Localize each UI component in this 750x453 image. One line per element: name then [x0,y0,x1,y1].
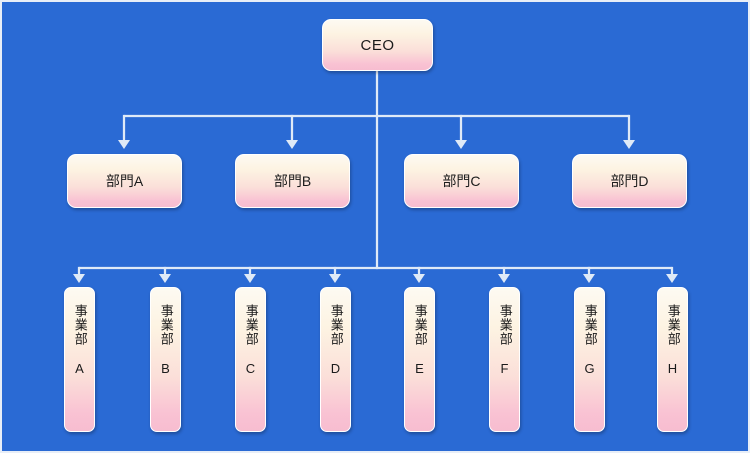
department-drop-2 [460,115,462,140]
business-unit-drop-1 [164,267,166,274]
node-department-label: 部門C [442,173,481,189]
business-unit-arrow-1 [159,274,171,283]
business-unit-arrow-6 [583,274,595,283]
node-department-label: 部門B [273,173,312,189]
node-business-unit-5[interactable]: 事業部 F [489,287,520,432]
trunk-line [376,71,378,269]
business-unit-arrow-5 [498,274,510,283]
department-arrow-0 [118,140,130,149]
business-unit-drop-4 [418,267,420,274]
node-business-unit-letter: C [245,361,256,376]
node-business-unit-1[interactable]: 事業部 B [150,287,181,432]
department-drop-3 [628,115,630,140]
node-business-unit-letter: G [584,361,595,376]
node-business-unit-4[interactable]: 事業部 E [404,287,435,432]
node-business-unit-label: 事業部 [497,304,513,346]
node-department-label: 部門D [610,173,649,189]
department-drop-0 [123,115,125,140]
business-unit-arrow-7 [666,274,678,283]
node-business-unit-7[interactable]: 事業部 H [657,287,688,432]
node-department-3[interactable]: 部門D [572,154,687,208]
node-business-unit-letter: A [75,361,84,376]
node-business-unit-label: 事業部 [243,304,259,346]
node-department-1[interactable]: 部門B [235,154,350,208]
node-business-unit-2[interactable]: 事業部 C [235,287,266,432]
node-business-unit-letter: H [667,361,678,376]
department-bar [124,115,629,117]
business-unit-drop-6 [588,267,590,274]
node-business-unit-0[interactable]: 事業部 A [64,287,95,432]
department-arrow-3 [623,140,635,149]
node-department-0[interactable]: 部門A [67,154,182,208]
node-business-unit-label: 事業部 [158,304,174,346]
node-business-unit-letter: B [161,361,170,376]
node-business-unit-letter: D [330,361,341,376]
node-business-unit-label: 事業部 [412,304,428,346]
business-unit-arrow-0 [73,274,85,283]
node-business-unit-6[interactable]: 事業部 G [574,287,605,432]
business-unit-arrow-2 [244,274,256,283]
department-arrow-1 [286,140,298,149]
business-unit-drop-2 [249,267,251,274]
department-arrow-2 [455,140,467,149]
business-unit-arrow-4 [413,274,425,283]
node-business-unit-letter: F [500,361,509,376]
node-business-unit-label: 事業部 [72,304,88,346]
node-business-unit-label: 事業部 [582,304,598,346]
node-ceo[interactable]: CEO [322,19,433,71]
business-unit-drop-3 [334,267,336,274]
business-unit-drop-7 [671,267,673,274]
node-business-unit-letter: E [415,361,424,376]
business-unit-drop-5 [503,267,505,274]
business-unit-arrow-3 [329,274,341,283]
node-business-unit-label: 事業部 [328,304,344,346]
node-business-unit-label: 事業部 [665,304,681,346]
business-unit-drop-0 [78,267,80,274]
business-unit-bar [79,267,672,269]
node-business-unit-3[interactable]: 事業部 D [320,287,351,432]
node-department-2[interactable]: 部門C [404,154,519,208]
node-ceo-label: CEO [360,36,395,54]
node-department-label: 部門A [105,173,144,189]
department-drop-1 [291,115,293,140]
